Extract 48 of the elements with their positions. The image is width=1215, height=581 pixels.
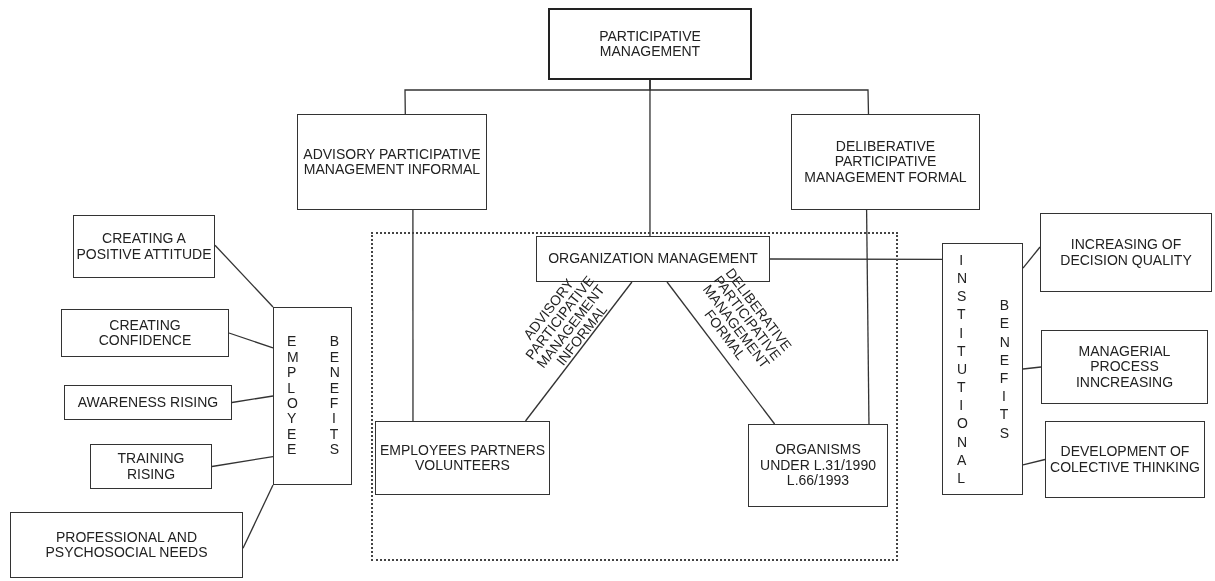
node-label: DELIBERATIVE PARTICIPATIVE MANAGEMENT FORMAL xyxy=(803,136,968,187)
connector-line xyxy=(214,244,274,308)
dotted-frame xyxy=(371,232,898,561)
connector-line xyxy=(524,281,633,422)
node-label: CREATING A POSITIVE ATTITUDE xyxy=(75,229,213,264)
category-box xyxy=(273,307,352,485)
vertical-label: EMPLOYEE xyxy=(285,334,307,458)
concept-box xyxy=(73,215,215,278)
connector-line xyxy=(228,332,274,349)
concept-box xyxy=(748,424,888,507)
concept-box xyxy=(90,444,212,489)
connector-line xyxy=(242,484,274,549)
node-label: ORGANIZATION MANAGEMENT xyxy=(547,249,759,268)
node-label: ADVISORY PARTICIPATIVE MANAGEMENT INFORMAL xyxy=(302,144,482,179)
concept-box xyxy=(1041,330,1208,404)
node-label: CREATING CONFIDENCE xyxy=(97,315,193,350)
node-label: EMPLOYEES PARTNERS VOLUNTEERS xyxy=(378,440,547,475)
connector-line xyxy=(865,209,870,425)
concept-box xyxy=(10,512,243,578)
node-label: ORGANISMS UNDER L.31/1990 L.66/1993 xyxy=(759,440,877,491)
category-box xyxy=(942,243,1023,495)
concept-box xyxy=(297,114,487,210)
node-label: DEVELOPMENT OF COLECTIVE THINKING xyxy=(1049,442,1201,477)
connector-line xyxy=(211,455,274,468)
node-label: INCREASING OF DECISION QUALITY xyxy=(1059,235,1193,270)
node-label: PROFESSIONAL AND PSYCHOSOCIAL NEEDS xyxy=(44,527,209,562)
vertical-label: INSTITUTIONAL xyxy=(955,250,977,488)
connector-line xyxy=(666,281,776,425)
concept-box xyxy=(61,309,229,357)
connector-line xyxy=(649,79,651,237)
node-label: AWARENESS RISING xyxy=(76,392,220,412)
concept-box xyxy=(64,385,232,420)
concept-box xyxy=(548,8,752,80)
connector-line xyxy=(1022,458,1046,466)
node-label: PARTICIPATIVE MANAGEMENT xyxy=(598,26,702,61)
vertical-label: BENEFITS xyxy=(328,334,350,458)
connector-line xyxy=(1022,246,1041,269)
concept-box xyxy=(375,421,550,495)
node-label: MANAGERIAL PROCESS INNCREASING xyxy=(1074,341,1175,392)
vertical-label: BENEFITS xyxy=(998,296,1020,442)
connector-line xyxy=(1022,366,1042,370)
concept-box xyxy=(1040,213,1212,292)
node-label: TRAINING RISING xyxy=(116,449,186,484)
concept-box xyxy=(791,114,980,210)
connector-line xyxy=(412,209,414,422)
concept-box xyxy=(1045,421,1205,498)
connector-line xyxy=(769,258,943,261)
connector-line xyxy=(231,395,274,404)
